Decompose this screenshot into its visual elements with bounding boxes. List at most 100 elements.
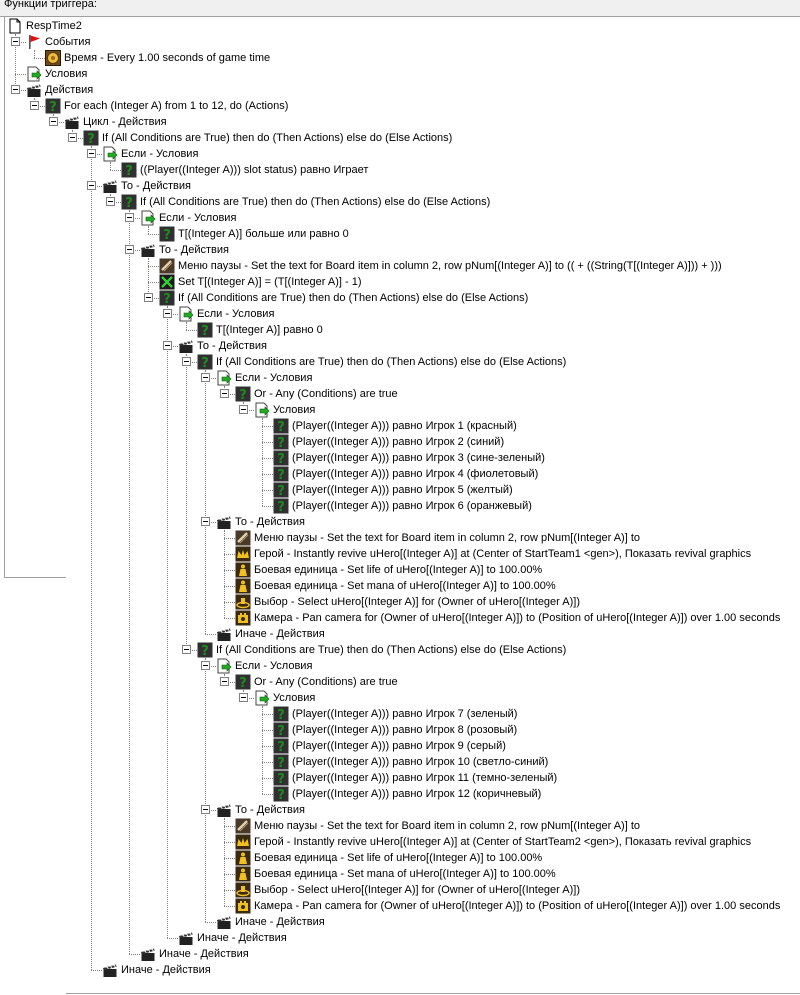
tree-node-actions[interactable]: То - Действия <box>0 178 800 194</box>
tree-node-condition[interactable]: ?(Player((Integer A))) равно Игрок 2 (си… <box>0 434 800 451</box>
tree-node-condition[interactable]: ?(Player((Integer A))) равно Игрок 6 (ор… <box>0 498 800 515</box>
tree-connector <box>148 298 159 299</box>
collapse-toggle-icon[interactable] <box>11 85 20 94</box>
tree-node-condition[interactable]: ?(Player((Integer A))) равно Игрок 8 (ро… <box>0 722 800 739</box>
tree-node-unit[interactable]: Боевая единица - Set life of uHero[(Inte… <box>0 562 800 578</box>
collapse-toggle-icon[interactable] <box>220 677 229 686</box>
tree-node-conditions[interactable]: Если - Условия <box>0 658 800 674</box>
tree-node-label: If (All Conditions are True) then do (Th… <box>140 196 491 208</box>
collapse-toggle-icon[interactable] <box>220 389 229 398</box>
tree-node-conditions[interactable]: Если - Условия <box>0 306 800 322</box>
collapse-toggle-icon[interactable] <box>201 805 210 814</box>
tree-node-condition[interactable]: ?Or - Any (Conditions) are true <box>0 674 800 691</box>
tree-node-camera[interactable]: Камера - Pan camera for (Owner of uHero[… <box>0 898 800 914</box>
tree-node-select[interactable]: Выбор - Select uHero[(Integer A)] for (O… <box>0 882 800 898</box>
tree-node-actions[interactable]: Цикл - Действия <box>0 114 800 130</box>
tree-node-conditions[interactable]: Если - Условия <box>0 370 800 386</box>
tree-node-if[interactable]: ?If (All Conditions are True) then do (T… <box>0 290 800 307</box>
tree-node-trigger[interactable]: RespTime2 <box>0 18 800 34</box>
tree-node-unit[interactable]: Боевая единица - Set life of uHero[(Inte… <box>0 850 800 866</box>
clapperboard-icon <box>178 930 194 946</box>
tree-node-actions[interactable]: То - Действия <box>0 514 800 530</box>
tree-branch-line <box>205 658 206 922</box>
collapse-toggle-icon[interactable] <box>106 197 115 206</box>
tree-node-condition[interactable]: ?(Player((Integer A))) равно Игрок 5 (же… <box>0 482 800 499</box>
collapse-toggle-icon[interactable] <box>201 661 210 670</box>
tree-node-actions[interactable]: Иначе - Действия <box>0 626 800 642</box>
tree-node-hero[interactable]: Герой - Instantly revive uHero[(Integer … <box>0 834 800 850</box>
tree-node-condition[interactable]: ?T[(Integer A)] больше или равно 0 <box>0 226 800 243</box>
tree-node-if[interactable]: ?If (All Conditions are True) then do (T… <box>0 354 800 371</box>
tree-node-loop[interactable]: ?For each (Integer A) from 1 to 12, do (… <box>0 98 800 115</box>
collapse-toggle-icon[interactable] <box>182 645 191 654</box>
tree-branch-line <box>224 530 225 618</box>
tree-node-actions[interactable]: Иначе - Действия <box>0 914 800 930</box>
tree-node-label: События <box>45 36 91 48</box>
panel-frame-left <box>4 16 5 578</box>
collapse-toggle-icon[interactable] <box>239 405 248 414</box>
tree-node-condition[interactable]: ?((Player((Integer A))) slot status) рав… <box>0 162 800 179</box>
collapse-toggle-icon[interactable] <box>87 149 96 158</box>
green-question-icon: ? <box>273 450 289 467</box>
tree-node-select[interactable]: Выбор - Select uHero[(Integer A)] for (O… <box>0 594 800 610</box>
collapse-toggle-icon[interactable] <box>68 133 77 142</box>
tree-node-conditions[interactable]: Если - Условия <box>0 146 800 162</box>
collapse-toggle-icon[interactable] <box>125 213 134 222</box>
tree-node-actions[interactable]: То - Действия <box>0 242 800 258</box>
tree-node-condition[interactable]: ?Or - Any (Conditions) are true <box>0 386 800 403</box>
tree-node-condition[interactable]: ?(Player((Integer A))) равно Игрок 12 (к… <box>0 786 800 803</box>
tree-node-events[interactable]: События <box>0 34 800 50</box>
collapse-toggle-icon[interactable] <box>30 101 39 110</box>
tree-node-actions[interactable]: То - Действия <box>0 802 800 818</box>
tree-node-menu[interactable]: Меню паузы - Set the text for Board item… <box>0 258 800 274</box>
tree-node-menu[interactable]: Меню паузы - Set the text for Board item… <box>0 530 800 546</box>
tree-node-condition[interactable]: ?(Player((Integer A))) равно Игрок 9 (се… <box>0 738 800 755</box>
tree-node-menu[interactable]: Меню паузы - Set the text for Board item… <box>0 818 800 834</box>
tree-node-actions[interactable]: Иначе - Действия <box>0 962 800 978</box>
tree-node-condition[interactable]: ?(Player((Integer A))) равно Игрок 1 (кр… <box>0 418 800 435</box>
tree-node-label: If (All Conditions are True) then do (Th… <box>216 356 567 368</box>
tree-node-set[interactable]: Set T[(Integer A)] = (T[(Integer A)] - 1… <box>0 274 800 290</box>
clapperboard-icon <box>216 802 232 818</box>
tree-node-camera[interactable]: Камера - Pan camera for (Owner of uHero[… <box>0 610 800 626</box>
tree-node-condition[interactable]: ?T[(Integer A)] равно 0 <box>0 322 800 339</box>
tree-node-hero[interactable]: Герой - Instantly revive uHero[(Integer … <box>0 546 800 562</box>
tree-node-conditions[interactable]: Если - Условия <box>0 210 800 226</box>
collapse-toggle-icon[interactable] <box>163 309 172 318</box>
tree-node-if[interactable]: ?If (All Conditions are True) then do (T… <box>0 642 800 659</box>
tree-node-actions[interactable]: То - Действия <box>0 338 800 354</box>
collapse-toggle-icon[interactable] <box>239 693 248 702</box>
tree-node-actions[interactable]: Действия <box>0 82 800 98</box>
tree-connector <box>224 586 235 587</box>
collapse-toggle-icon[interactable] <box>87 181 96 190</box>
tree-node-conditions[interactable]: Условия <box>0 66 800 82</box>
tree-node-condition[interactable]: ?(Player((Integer A))) равно Игрок 3 (си… <box>0 450 800 467</box>
tree-node-if[interactable]: ?If (All Conditions are True) then do (T… <box>0 130 800 147</box>
camera-icon <box>235 898 251 914</box>
tree-node-conditions[interactable]: Условия <box>0 690 800 706</box>
green-question-icon: ? <box>273 738 289 755</box>
tree-node-condition[interactable]: ?(Player((Integer A))) равно Игрок 4 (фи… <box>0 466 800 483</box>
tree-node-event-time[interactable]: Время - Every 1.00 seconds of game time <box>0 50 800 66</box>
tree-node-unit[interactable]: Боевая единица - Set mana of uHero[(Inte… <box>0 866 800 882</box>
collapse-toggle-icon[interactable] <box>182 357 191 366</box>
tree-node-actions[interactable]: Иначе - Действия <box>0 946 800 962</box>
tree-node-condition[interactable]: ?(Player((Integer A))) равно Игрок 10 (с… <box>0 754 800 771</box>
tree-node-label: Выбор - Select uHero[(Integer A)] for (O… <box>254 596 581 608</box>
tree-node-condition[interactable]: ?(Player((Integer A))) равно Игрок 11 (т… <box>0 770 800 787</box>
tree-node-conditions[interactable]: Условия <box>0 402 800 418</box>
collapse-toggle-icon[interactable] <box>125 245 134 254</box>
collapse-toggle-icon[interactable] <box>144 293 153 302</box>
tree-node-condition[interactable]: ?(Player((Integer A))) равно Игрок 7 (зе… <box>0 706 800 723</box>
tree-node-unit[interactable]: Боевая единица - Set mana of uHero[(Inte… <box>0 578 800 594</box>
collapse-toggle-icon[interactable] <box>201 373 210 382</box>
collapse-toggle-icon[interactable] <box>201 517 210 526</box>
tree-node-if[interactable]: ?If (All Conditions are True) then do (T… <box>0 194 800 211</box>
tree-branch-line <box>224 818 225 906</box>
tree-node-actions[interactable]: Иначе - Действия <box>0 930 800 946</box>
collapse-toggle-icon[interactable] <box>11 37 20 46</box>
collapse-toggle-icon[interactable] <box>163 341 172 350</box>
collapse-toggle-icon[interactable] <box>49 117 58 126</box>
tree-branch-line <box>34 50 35 58</box>
